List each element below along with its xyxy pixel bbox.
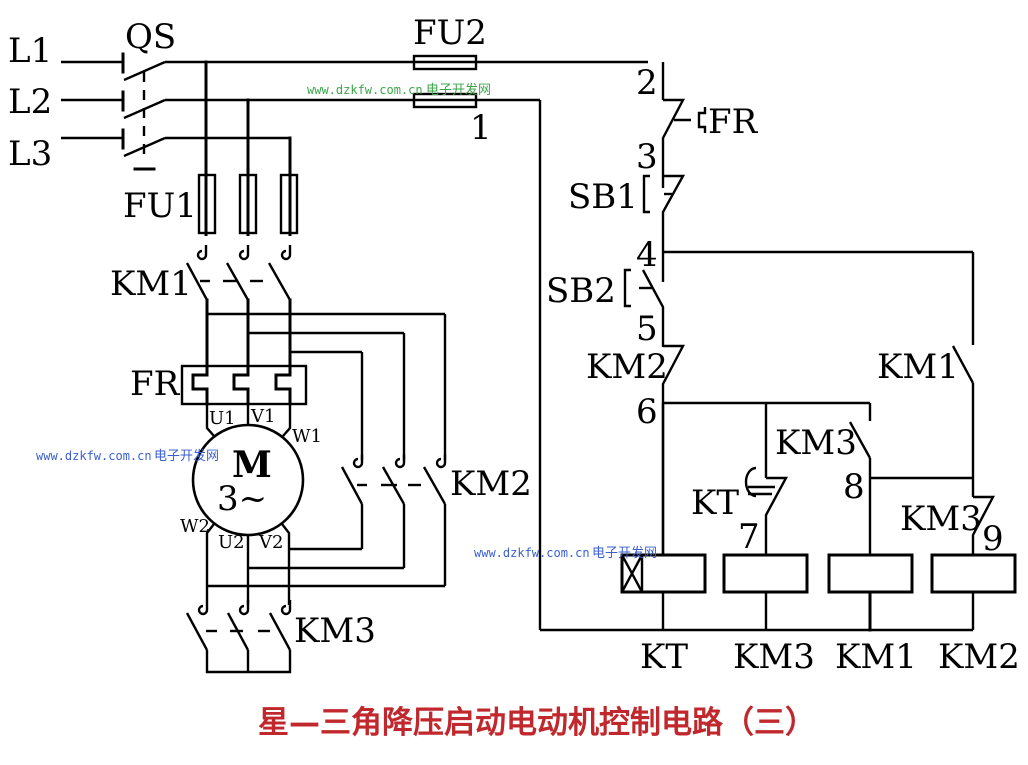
watermark-site: 电子开发网	[426, 82, 491, 98]
label-motor-type: 3~	[217, 479, 267, 519]
watermarks: www.dzkfw.com.cn 电子开发网 www.dzkfw.com.cn …	[36, 82, 657, 561]
label-coil-km1: KM1	[835, 637, 917, 677]
motor-bottom-wires	[205, 504, 447, 600]
label-km1-hold: KM1	[877, 347, 959, 387]
control-return-wire	[538, 100, 973, 632]
label-node-4: 4	[636, 235, 658, 275]
sb2-start-button-icon	[623, 268, 652, 308]
label-kt-contact: KT	[691, 483, 739, 523]
label-l2: L2	[8, 82, 52, 122]
label-fr-ctrl: FR	[708, 102, 759, 142]
watermark-url: www.dzkfw.com.cn	[307, 83, 423, 97]
label-qs: QS	[125, 17, 176, 57]
delta-feed-wires	[207, 312, 447, 460]
diagram-title: 星—三角降压启动电动机控制电路（三）	[258, 705, 816, 741]
node6-branch	[663, 401, 973, 554]
label-node-6: 6	[636, 392, 658, 432]
label-km3-no: KM3	[775, 423, 857, 463]
km1-main-contacts-icon	[185, 236, 296, 372]
label-fu2: FU2	[413, 13, 487, 53]
km3-nc-contact-icon	[971, 495, 995, 555]
input-lines	[61, 52, 125, 150]
watermark-url: www.dzkfw.com.cn	[474, 546, 590, 560]
km3-coil-icon	[722, 553, 809, 594]
label-node-2: 2	[636, 63, 658, 103]
label-w1: W1	[292, 426, 322, 447]
watermark-site: 电子开发网	[154, 448, 219, 464]
label-km3-nc: KM3	[900, 499, 982, 539]
label-v1: V1	[250, 406, 275, 427]
coils	[620, 553, 1017, 632]
label-sb1: SB1	[568, 177, 638, 217]
label-v2: V2	[258, 532, 283, 553]
label-l1: L1	[8, 31, 52, 71]
label-node-3: 3	[636, 137, 658, 177]
label-u1: U1	[209, 408, 236, 429]
sb1-stop-button-icon	[642, 174, 672, 214]
label-coil-km2: KM2	[938, 637, 1020, 677]
fr-thermal-relay-icon	[180, 364, 308, 406]
kt-time-delay-contact-icon	[744, 466, 789, 555]
label-coil-km3: KM3	[733, 637, 815, 677]
fu2-fuse-icon	[412, 54, 478, 109]
label-node-5: 5	[636, 309, 658, 349]
label-node-1: 1	[470, 108, 492, 148]
label-coil-kt: KT	[640, 637, 688, 677]
label-motor-m: M	[232, 444, 272, 486]
label-node-7: 7	[738, 517, 760, 557]
km2-main-contacts-icon	[340, 455, 447, 505]
motor-icon	[191, 423, 305, 537]
watermark-site: 电子开发网	[592, 545, 657, 561]
label-km1-main: KM1	[110, 264, 192, 304]
labels: L1 L2 L3 QS FU1 KM1 FR U1 V1 W1 W2 U2 V2…	[8, 13, 1020, 677]
label-fr-main: FR	[130, 364, 181, 404]
label-w2: W2	[180, 516, 210, 537]
qs-switch-icon	[123, 60, 166, 171]
label-l3: L3	[8, 134, 52, 174]
km3-main-contacts-icon	[185, 600, 292, 674]
label-km2-nc: KM2	[586, 347, 668, 387]
label-sb2: SB2	[546, 271, 616, 311]
label-node-8: 8	[843, 467, 865, 507]
fu1-fuse-icon	[197, 173, 299, 235]
watermark-url: www.dzkfw.com.cn	[36, 449, 152, 463]
label-u2: U2	[218, 532, 245, 553]
km1-coil-icon	[827, 553, 914, 594]
km2-coil-icon	[930, 553, 1017, 594]
label-km3-main: KM3	[294, 611, 376, 651]
fr-nc-contact-icon	[674, 107, 707, 133]
label-km2-main: KM2	[450, 464, 532, 504]
label-fu1: FU1	[123, 186, 197, 226]
label-node-9: 9	[982, 519, 1004, 559]
